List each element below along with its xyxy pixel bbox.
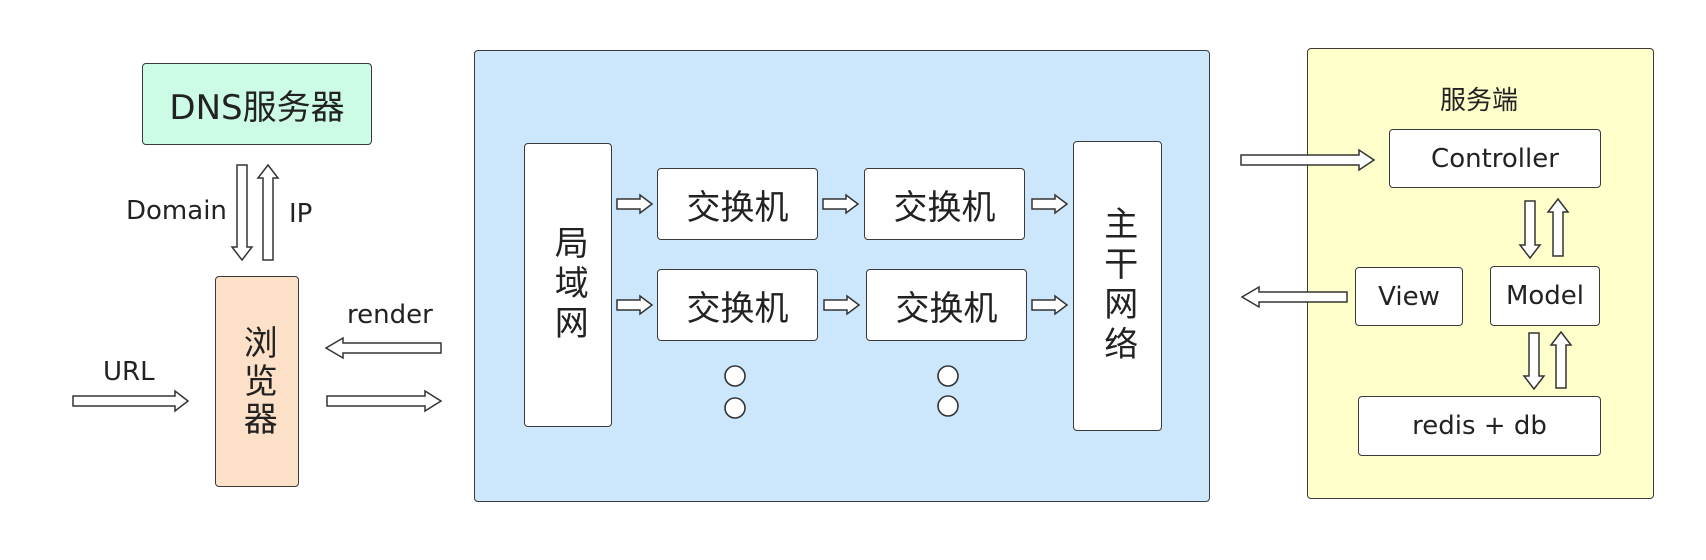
controller-model-arrow [1518,200,1542,260]
ellipsis-dot [724,397,746,419]
dns-server-label: DNS服务器 [169,87,345,128]
ellipsis-dot [937,395,959,417]
browser-box: 浏览器 [215,276,299,487]
switch-box: 交换机 [657,269,818,341]
flow-arrow [616,294,654,316]
backbone-box: 主干网络 [1073,141,1162,431]
model-box: Model [1490,266,1600,326]
lan-box: 局域网 [524,143,612,427]
ellipsis-dot [937,365,959,387]
url-label: URL [103,357,155,387]
domain-label: Domain [126,196,227,226]
switch-label: 交换机 [686,288,789,329]
model-label: Model [1505,281,1585,311]
model-controller-arrow [1546,197,1570,257]
model-storage-arrow [1522,332,1546,391]
render-arrow [324,336,442,360]
domain-arrow [230,164,254,262]
request-arrow [326,389,443,413]
switch-label: 交换机 [893,187,996,228]
storage-model-arrow [1549,330,1573,389]
render-label: render [347,300,433,330]
view-label: View [1378,281,1440,312]
ip-arrow [256,163,280,261]
flow-arrow [616,193,654,215]
browser-label: 浏览器 [237,324,278,439]
switch-label: 交换机 [895,288,998,329]
storage-label: redis + db [1412,411,1547,441]
switch-box: 交换机 [864,168,1025,240]
server-out-arrow [1240,285,1348,309]
server-in-arrow [1240,148,1376,172]
ellipsis-dot [724,365,746,387]
dns-server-box: DNS服务器 [142,63,372,145]
switch-box: 交换机 [657,168,818,240]
controller-box: Controller [1389,129,1601,188]
flow-arrow [822,193,860,215]
flow-arrow [1031,193,1069,215]
flow-arrow [1031,294,1069,316]
flow-arrow [823,294,861,316]
switch-label: 交换机 [686,187,789,228]
controller-label: Controller [1431,143,1559,174]
server-title: 服务端 [1440,86,1519,116]
switch-box: 交换机 [866,269,1027,341]
ip-label: IP [289,199,313,229]
backbone-label: 主干网络 [1097,206,1138,366]
storage-box: redis + db [1358,396,1601,456]
lan-label: 局域网 [548,225,589,345]
url-arrow [72,389,190,413]
view-box: View [1355,267,1463,326]
